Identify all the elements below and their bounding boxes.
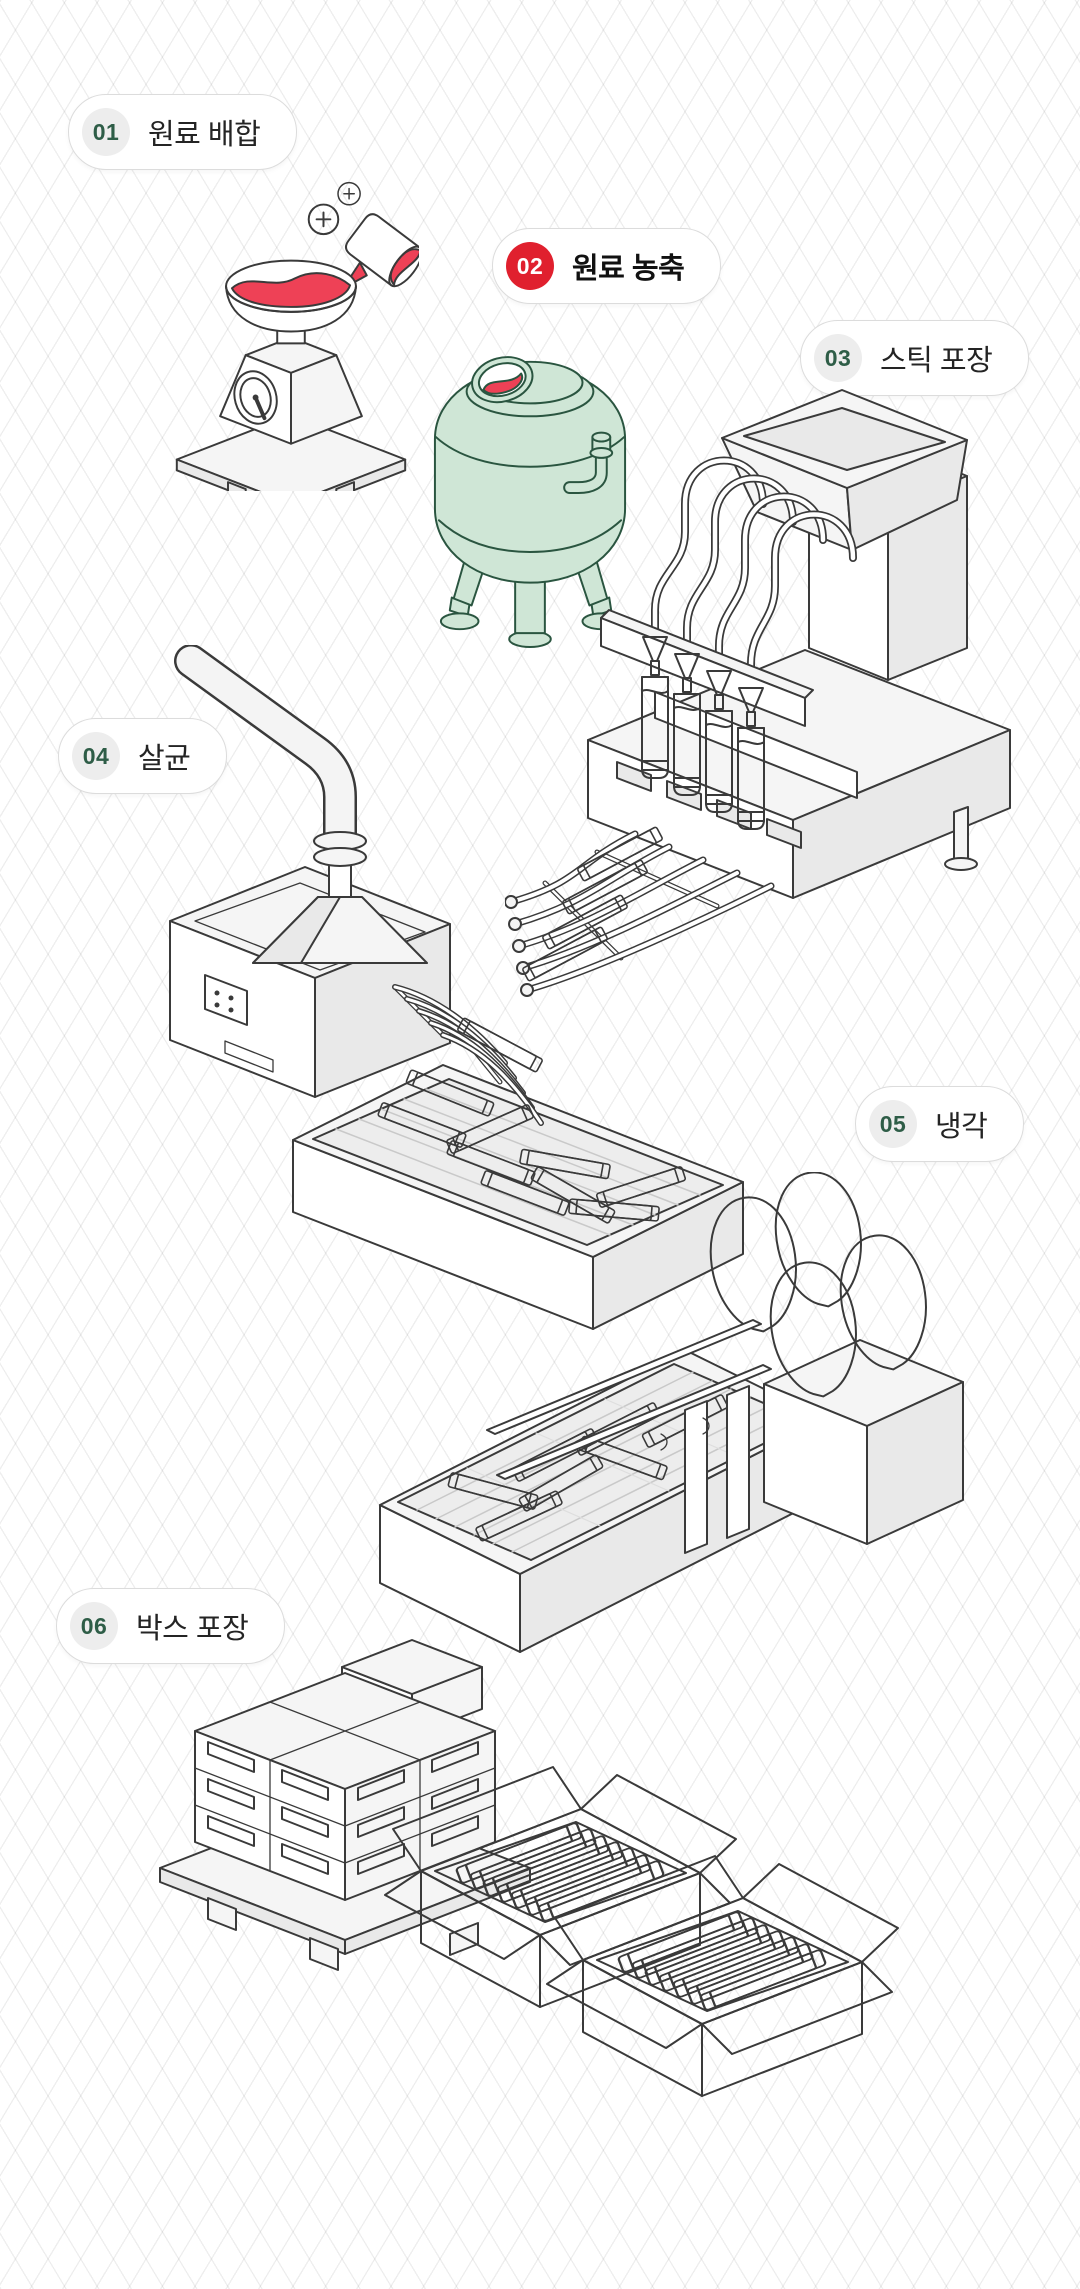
- control-panel: [204, 974, 274, 1073]
- box-stack: [194, 1672, 496, 1901]
- step-pill-03: 03 스틱 포장: [800, 320, 1030, 396]
- step-number-badge: 04: [72, 732, 120, 780]
- filling-tubes: [651, 456, 857, 690]
- step-number-badge: 06: [70, 1602, 118, 1650]
- cooling-tub: [379, 1349, 826, 1653]
- cooling-paddle: [701, 1190, 806, 1339]
- funnel-hood: [252, 896, 428, 964]
- scale-bowl: [225, 259, 357, 345]
- step-label: 원료 농축: [572, 253, 685, 285]
- step-label: 살균: [138, 743, 191, 775]
- plus-icon: [307, 203, 340, 236]
- step-number-badge: 05: [869, 1100, 917, 1148]
- step-pill-04: 04 살균: [58, 718, 228, 794]
- pouring-cup: [345, 213, 423, 288]
- step-number-badge: 02: [506, 242, 554, 290]
- step-label: 박스 포장: [136, 1613, 249, 1645]
- output-slide: [504, 830, 775, 997]
- tank-spout: [563, 431, 614, 495]
- plus-icon: [337, 181, 361, 206]
- step-pill-05: 05 냉각: [855, 1086, 1025, 1162]
- step-label: 스틱 포장: [880, 345, 993, 377]
- tank-porthole: [471, 356, 534, 404]
- exhaust-pipe: [174, 644, 367, 900]
- scale-body: [219, 336, 363, 445]
- step-pill-01: 01 원료 배합: [68, 94, 298, 170]
- box-packing-illustration: [150, 1638, 910, 2113]
- roller-chute: [392, 984, 544, 1126]
- step-number-badge: 03: [814, 334, 862, 382]
- sterilizer-illustration: [105, 644, 750, 1340]
- concentration-tank-illustration: [424, 342, 637, 654]
- stick-filling-machine-illustration: [504, 382, 1015, 1017]
- open-box-of-sticks: [547, 1856, 898, 2096]
- mixing-scale-illustration: [163, 176, 423, 516]
- step-pill-02-active: 02 원료 농축: [492, 228, 722, 304]
- step-pill-06: 06 박스 포장: [56, 1588, 286, 1664]
- paddle-frame: [486, 1319, 772, 1554]
- cooling-bath-illustration: [355, 1165, 965, 1662]
- step-label: 냉각: [935, 1111, 988, 1143]
- paddle-machine-base: [763, 1339, 964, 1545]
- sterilizing-tub: [292, 1064, 744, 1330]
- hopper: [721, 389, 968, 551]
- step-label: 원료 배합: [148, 119, 261, 151]
- cooling-paddle: [766, 1165, 871, 1314]
- step-number-badge: 01: [82, 108, 130, 156]
